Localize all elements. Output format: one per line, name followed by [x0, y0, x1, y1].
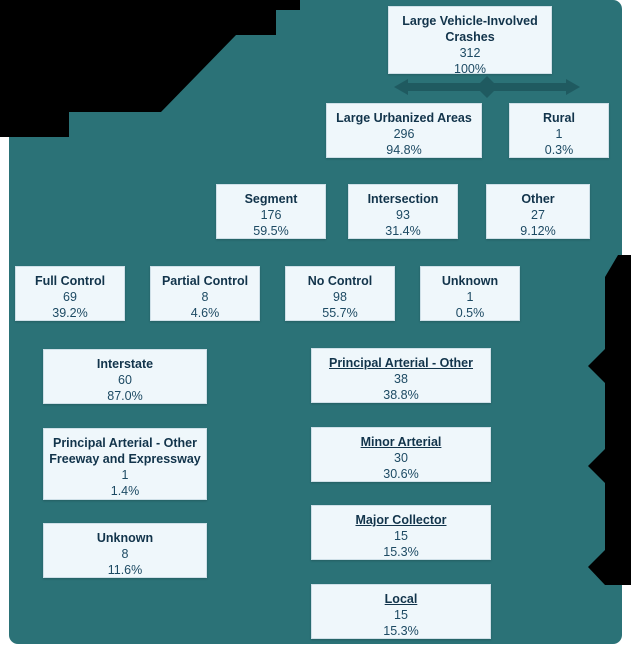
node-count: 30	[394, 451, 408, 465]
node-local[interactable]: Local 15 15.3%	[311, 584, 491, 639]
node-segment[interactable]: Segment 176 59.5%	[216, 184, 326, 239]
node-title: Other	[521, 192, 555, 206]
node-title: Unknown	[96, 531, 154, 545]
node-title: Principal Arterial - Other	[52, 436, 198, 450]
node-percent: 100%	[454, 62, 486, 76]
node-count: 69	[63, 290, 77, 304]
node-title: Major Collector	[355, 513, 447, 527]
node-percent: 55.7%	[322, 306, 358, 320]
node-percent: 4.6%	[190, 306, 220, 320]
node-unknown-functional-class[interactable]: Unknown 8 11.6%	[43, 523, 207, 578]
node-count: 93	[396, 208, 410, 222]
node-count: 38	[394, 372, 408, 386]
node-percent: 0.5%	[455, 306, 485, 320]
node-count: 1	[555, 127, 563, 141]
node-other-location[interactable]: Other 27 9.12%	[486, 184, 590, 239]
node-count: 8	[121, 547, 129, 561]
node-unknown-control[interactable]: Unknown 1 0.5%	[420, 266, 520, 321]
node-principal-arterial-other-freeway-and-expressway[interactable]: Principal Arterial - Other Freeway and E…	[43, 428, 207, 500]
node-count: 98	[333, 290, 347, 304]
node-title: Large Urbanized Areas	[336, 111, 472, 125]
node-title-line2: Crashes	[445, 30, 495, 44]
node-percent: 11.6%	[107, 563, 143, 577]
node-percent: 1.4%	[110, 484, 140, 498]
node-percent: 87.0%	[107, 389, 143, 403]
node-title: Full Control	[34, 274, 106, 288]
node-percent: 0.3%	[544, 143, 574, 157]
node-title: Local	[384, 592, 418, 606]
node-title-line2: Freeway and Expressway	[49, 452, 201, 466]
node-percent: 38.8%	[383, 388, 419, 402]
connector-arrow-bar	[394, 76, 580, 98]
node-partial-control[interactable]: Partial Control 8 4.6%	[150, 266, 260, 321]
node-rural[interactable]: Rural 1 0.3%	[509, 103, 609, 158]
node-principal-arterial-other[interactable]: Principal Arterial - Other 38 38.8%	[311, 348, 491, 403]
node-title: Interstate	[96, 357, 154, 371]
node-no-control[interactable]: No Control 98 55.7%	[285, 266, 395, 321]
node-count: 8	[201, 290, 209, 304]
node-percent: 30.6%	[383, 467, 419, 481]
node-title: Intersection	[367, 192, 439, 206]
node-percent: 9.12%	[520, 224, 556, 238]
node-large-vehicle-involved-crashes[interactable]: Large Vehicle-Involved Crashes 312 100%	[388, 6, 552, 76]
node-count: 1	[466, 290, 474, 304]
node-count: 15	[394, 529, 408, 543]
node-minor-arterial[interactable]: Minor Arterial 30 30.6%	[311, 427, 491, 482]
node-count: 296	[393, 127, 415, 141]
node-title: Unknown	[441, 274, 499, 288]
node-count: 60	[118, 373, 132, 387]
node-percent: 31.4%	[385, 224, 421, 238]
node-intersection[interactable]: Intersection 93 31.4%	[348, 184, 458, 239]
node-title: Minor Arterial	[360, 435, 442, 449]
node-count: 176	[260, 208, 282, 222]
node-title: Rural	[543, 111, 575, 125]
node-title: No Control	[307, 274, 373, 288]
node-count: 312	[459, 46, 481, 60]
node-title: Partial Control	[161, 274, 249, 288]
node-percent: 15.3%	[383, 545, 419, 559]
node-large-urbanized-areas[interactable]: Large Urbanized Areas 296 94.8%	[326, 103, 482, 158]
node-major-collector[interactable]: Major Collector 15 15.3%	[311, 505, 491, 560]
node-title: Principal Arterial - Other	[328, 356, 474, 370]
node-count: 15	[394, 608, 408, 622]
node-count: 1	[121, 468, 129, 482]
node-percent: 39.2%	[52, 306, 88, 320]
node-percent: 94.8%	[386, 143, 422, 157]
node-title: Segment	[244, 192, 298, 206]
node-count: 27	[531, 208, 545, 222]
node-full-control[interactable]: Full Control 69 39.2%	[15, 266, 125, 321]
node-title: Large Vehicle-Involved	[402, 14, 538, 28]
node-percent: 59.5%	[253, 224, 289, 238]
node-interstate[interactable]: Interstate 60 87.0%	[43, 349, 207, 404]
node-percent: 15.3%	[383, 624, 419, 638]
